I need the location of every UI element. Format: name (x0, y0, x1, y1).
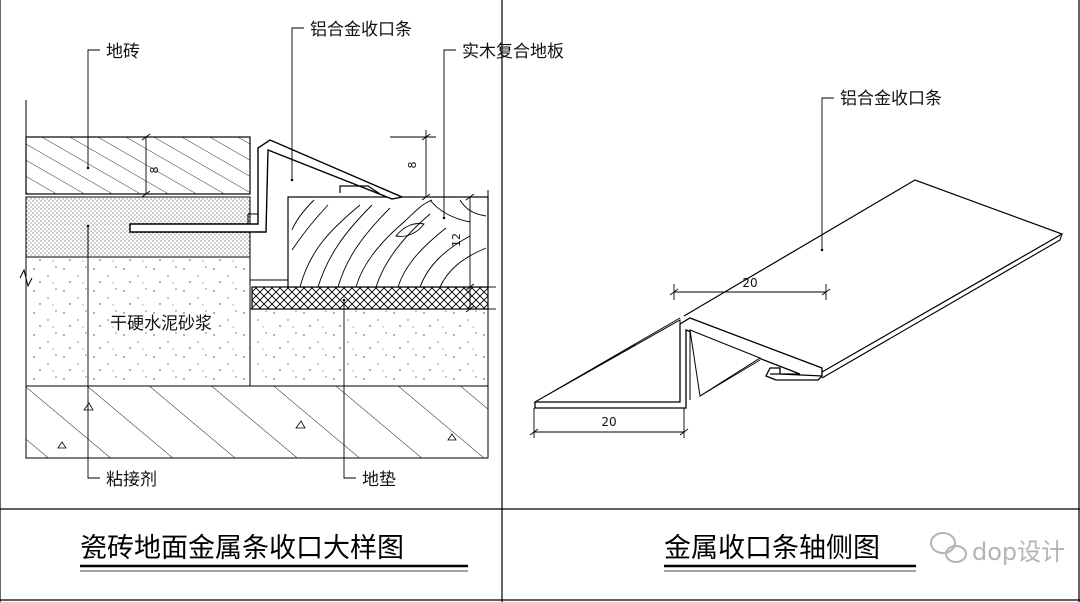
dim-top-width-value: 20 (742, 276, 757, 290)
dim-tile-thickness (141, 133, 151, 198)
left-title-underline (80, 564, 468, 572)
dim-wood-thickness-value: 12 (450, 233, 463, 247)
dim-tile-thickness-value: 8 (148, 167, 161, 174)
wechat-icon (930, 532, 967, 563)
dim-wood-thickness (465, 193, 496, 313)
label-aluminum-strip: 铝合金收口条 (310, 20, 412, 40)
concrete-aggregate-marks (57, 402, 457, 449)
leader-lines (86, 27, 456, 479)
right-title-underline (664, 564, 916, 572)
aluminum-strip-section (129, 139, 405, 233)
label-floor-tile: 地砖 (106, 42, 140, 62)
left-detail-title: 瓷砖地面金属条收口大样图 (80, 533, 404, 564)
break-lines (19, 100, 489, 288)
section-detail: 8 8 12 (19, 20, 564, 572)
dim-bottom-width (529, 408, 689, 438)
leader-aluminum-strip (820, 97, 834, 252)
wood-board (287, 196, 489, 288)
label-adhesive: 粘接剂 (106, 470, 157, 490)
label-underlay: 地垫 (362, 470, 396, 490)
strip-profile-end (534, 317, 823, 409)
watermark-text: dop设计 (972, 538, 1065, 566)
underlay-pad (251, 286, 489, 310)
mortar-bed-left (25, 256, 251, 387)
label-aluminum-strip-axo: 铝合金收口条 (840, 89, 942, 109)
concrete-slab (25, 385, 489, 459)
floor-tile (25, 136, 251, 195)
label-mortar: 干硬水泥砂浆 (110, 314, 212, 334)
dim-bottom-width-value: 20 (601, 415, 616, 429)
dim-top-width (669, 284, 831, 300)
right-detail-title: 金属收口条轴侧图 (664, 533, 880, 564)
axonometric-view (529, 97, 1064, 438)
dim-strip-height-value: 8 (406, 162, 419, 169)
label-wood-floor: 实木复合地板 (462, 42, 564, 62)
mortar-bed-right (249, 308, 489, 387)
strip-top-plate (683, 179, 1064, 373)
dim-strip-height (390, 130, 436, 201)
watermark: dop设计 (930, 532, 1065, 566)
